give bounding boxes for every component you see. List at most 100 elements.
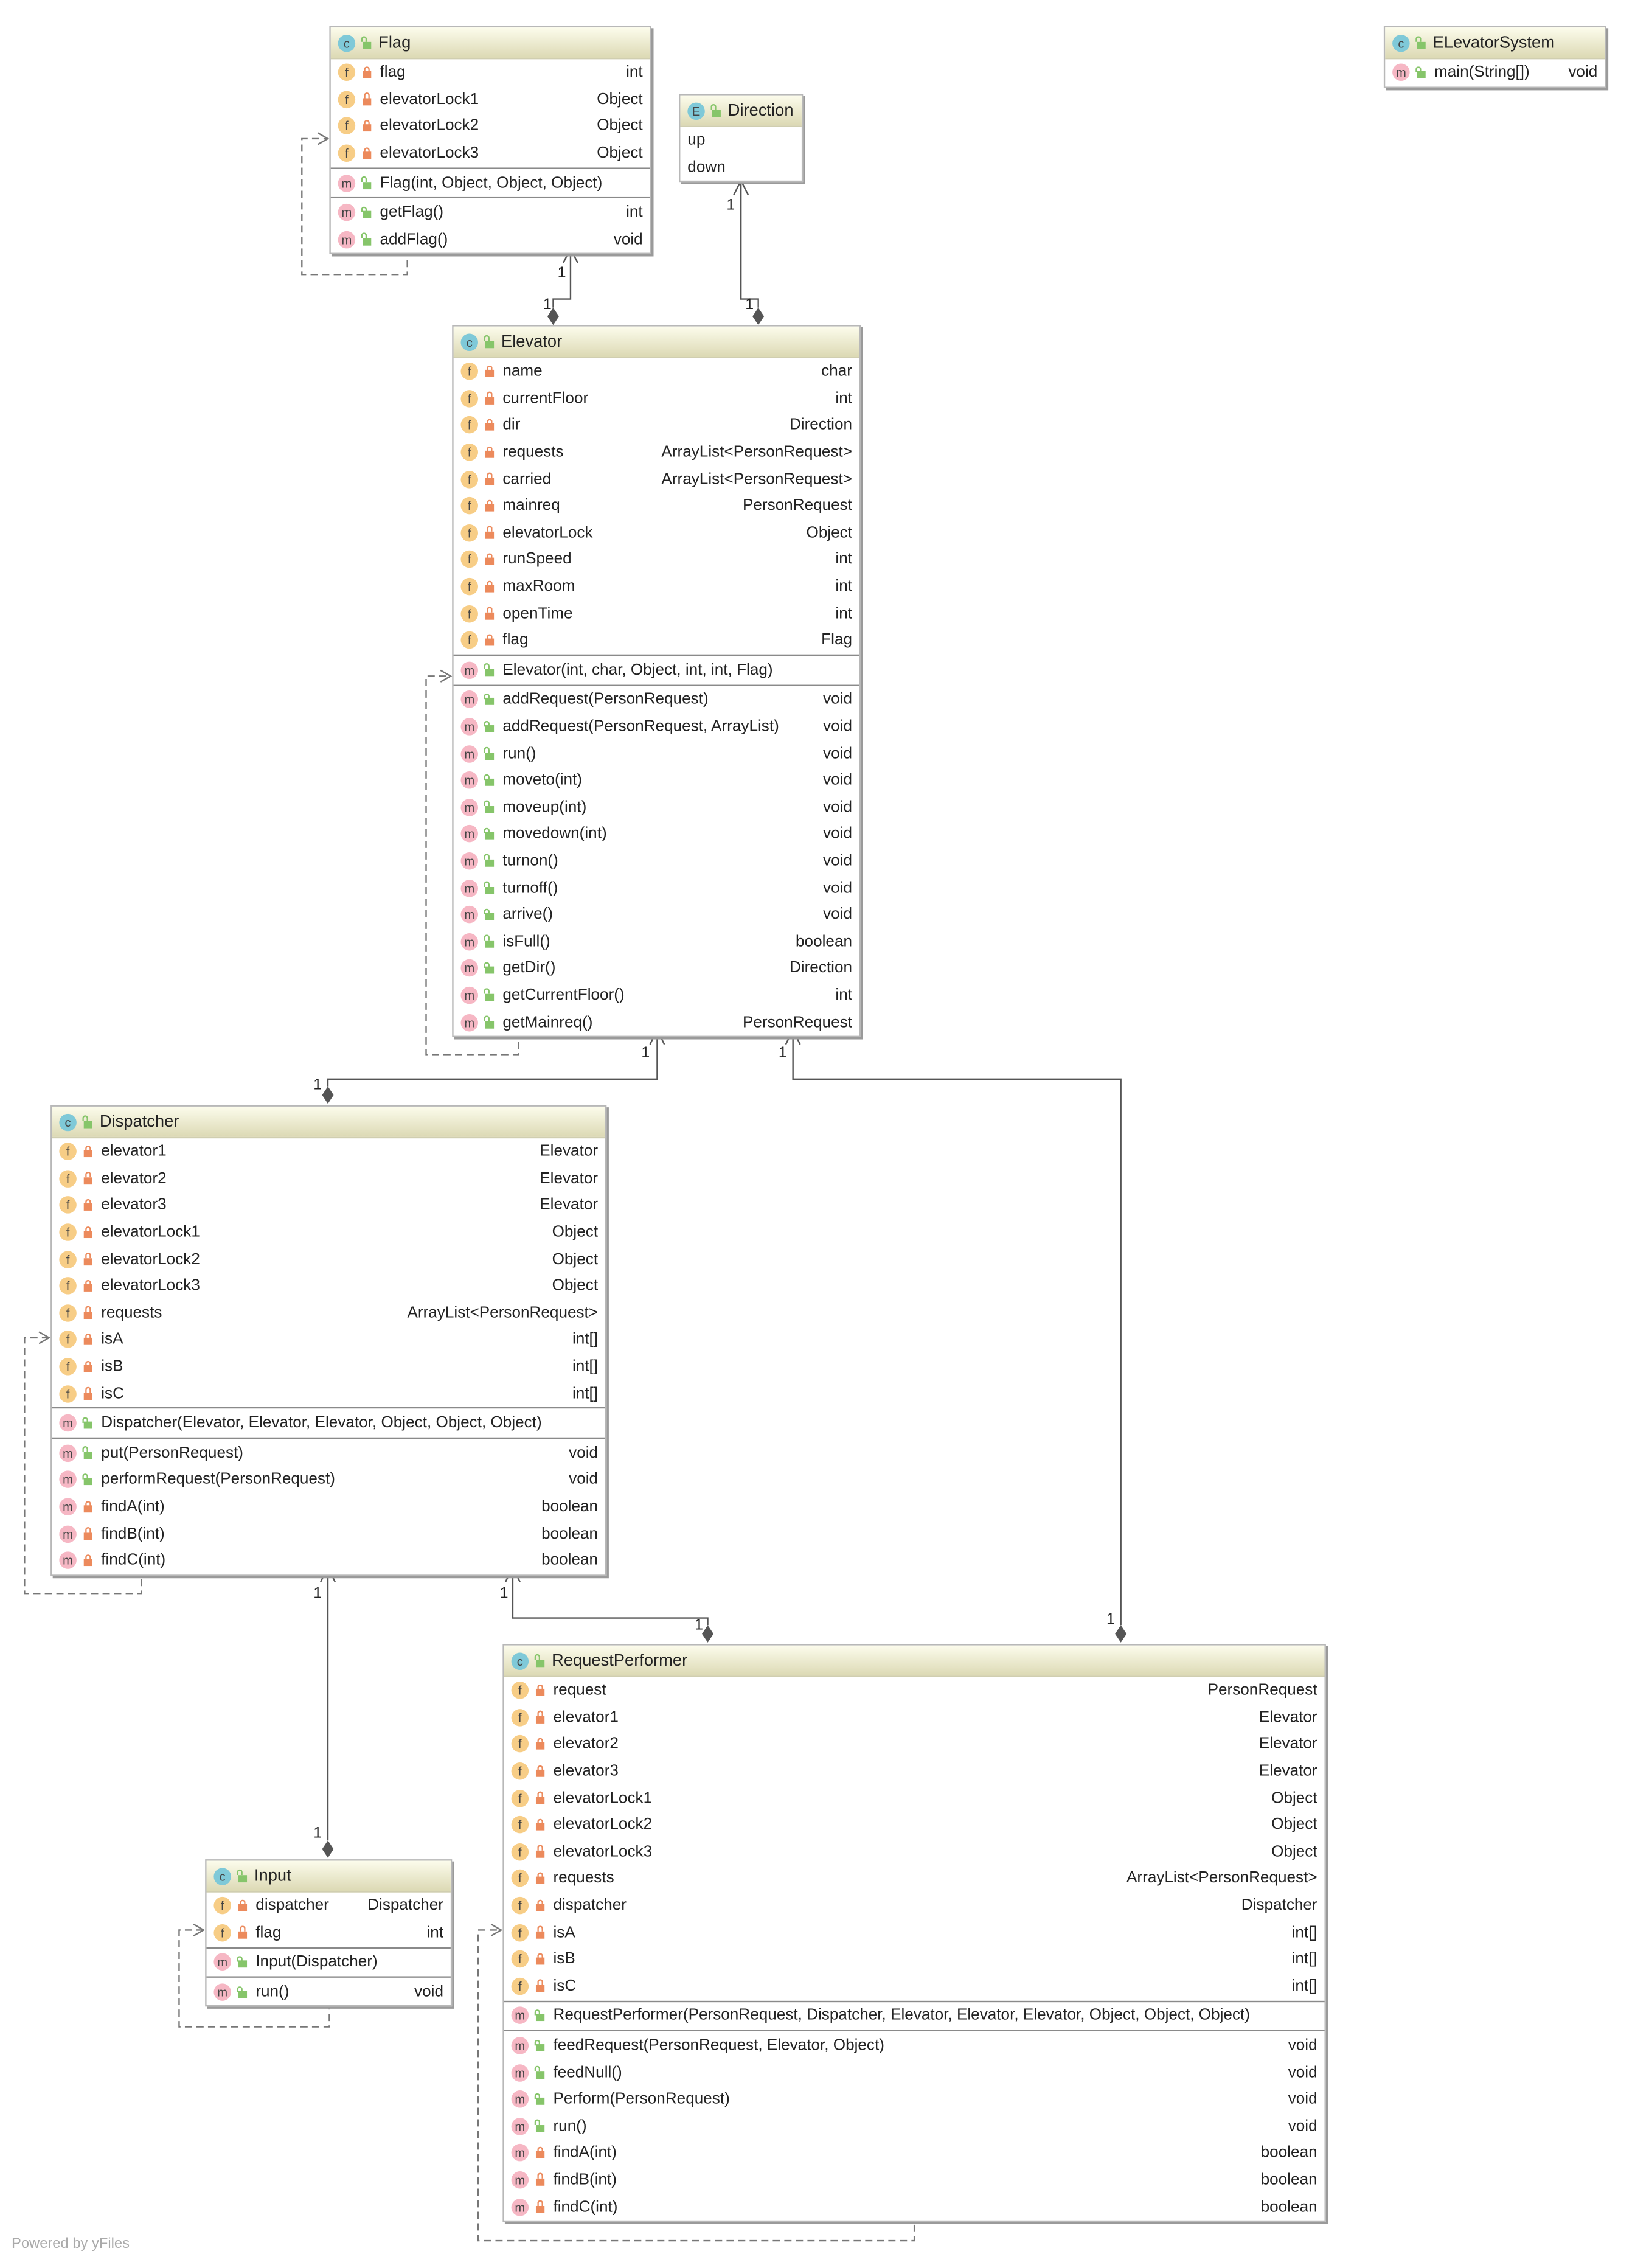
enum-constant[interactable]: down (687, 158, 726, 176)
method-icon: m (511, 2090, 529, 2109)
class-icon: c (511, 1652, 529, 1669)
association-line-dispatcher-elevator (327, 1030, 658, 1087)
field-icon: f (213, 1924, 231, 1942)
field-type: Object (552, 1250, 599, 1268)
field-icon: f (511, 1682, 529, 1700)
private-lock-icon (83, 1500, 92, 1513)
enum-constant[interactable]: up (687, 131, 706, 150)
private-lock-icon (83, 1554, 92, 1567)
field-type: Elevator (1258, 1762, 1317, 1780)
method-name: main(String[]) (1434, 64, 1530, 82)
class-name: Flag (378, 33, 411, 52)
